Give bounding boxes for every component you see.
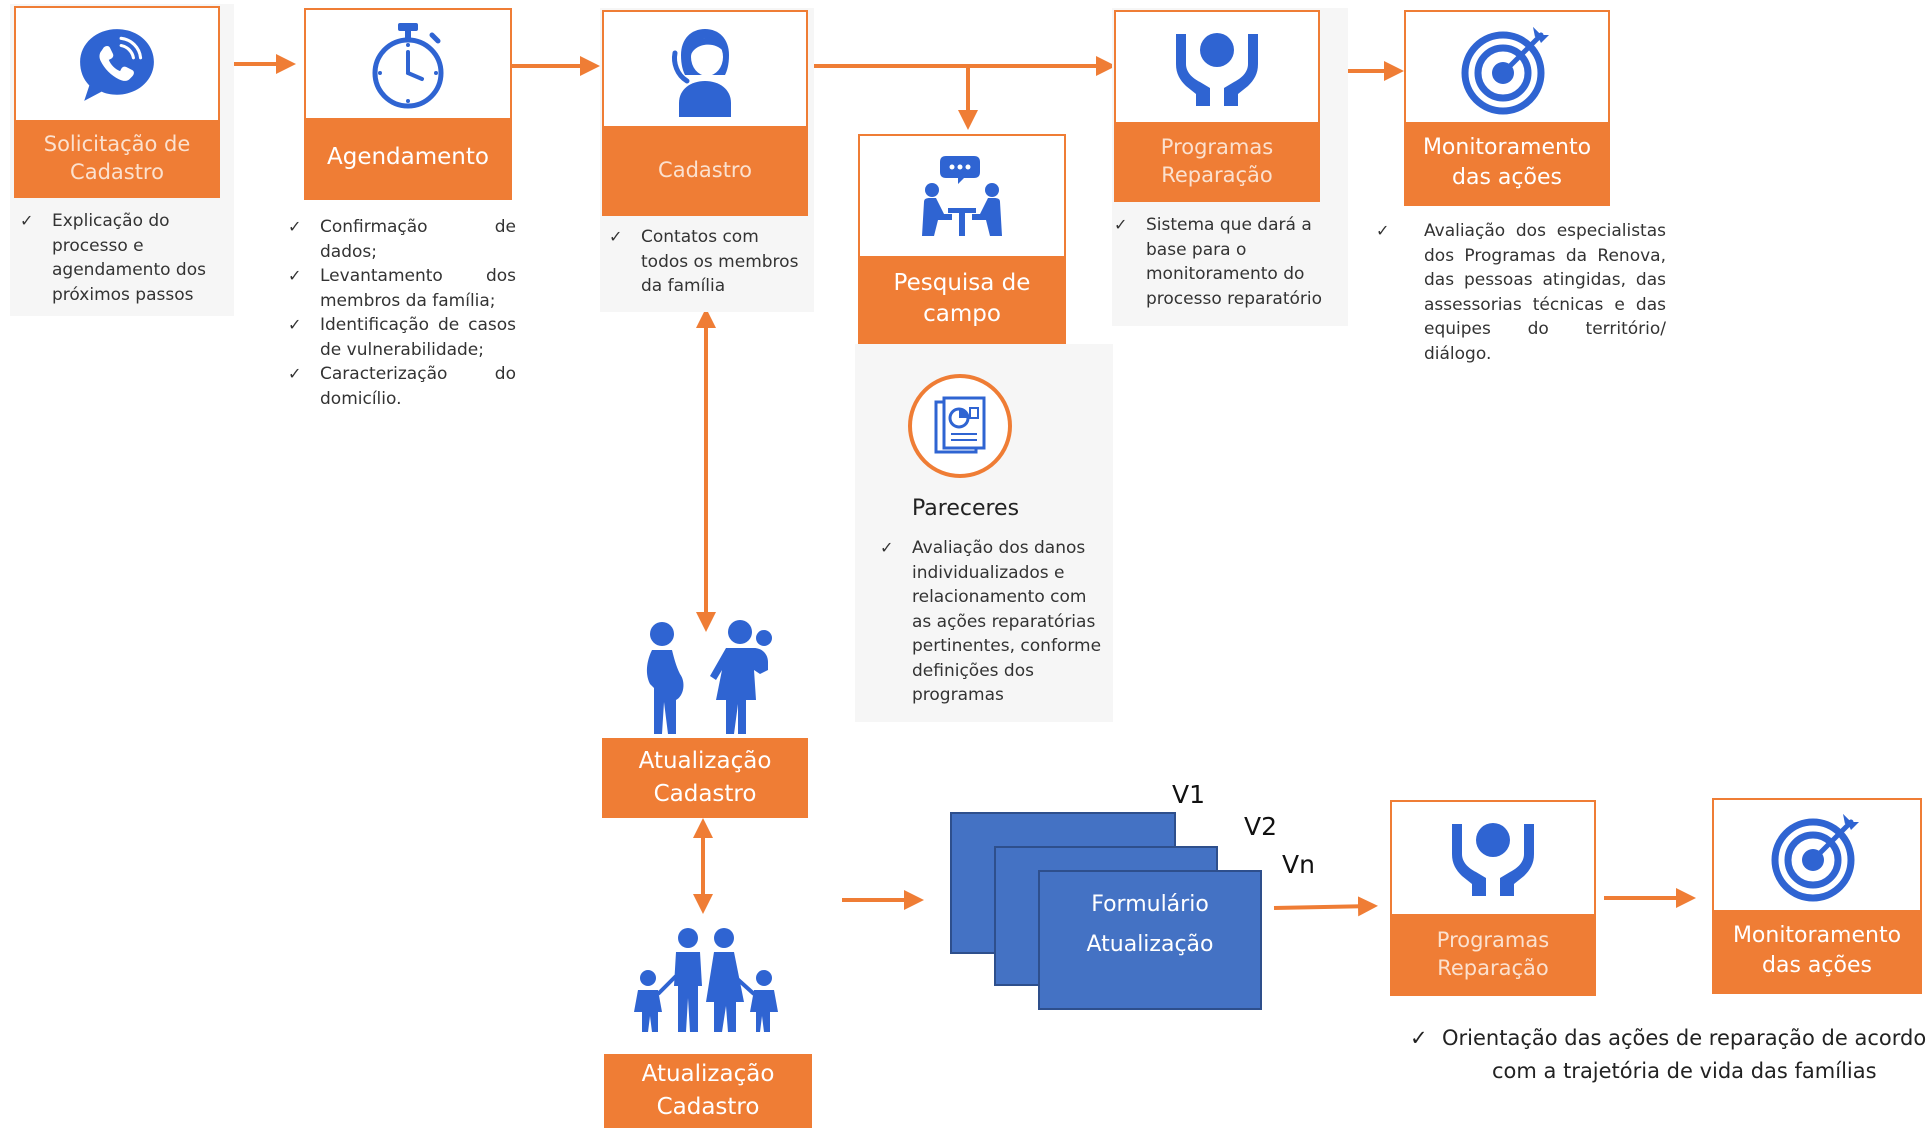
note-item: Identificação de casos de vulnerabilidad… [282,313,516,362]
form-atualizacao-card: Formulário Atualização [1038,870,1262,1010]
field-research-icon [860,136,1064,256]
pareceres-notes: Avaliação dos danos individualizados e r… [874,536,1102,708]
family-icon [628,926,784,1036]
hands-icon [1116,12,1318,126]
step-monitoramento-card: Monitoramento das ações [1404,10,1610,206]
version-label: V1 [1172,780,1206,809]
target-icon [1714,800,1920,912]
step-solicitacao-card: Solicitação de Cadastro [14,6,220,198]
cadastro-notes: Contatos com todos os membros da família [603,225,803,299]
bottom-note-text1: Orientação das ações de reparação de aco… [1442,1026,1926,1050]
note-item: Caracterização do domicílio. [282,362,516,411]
note-item: Avaliação dos danos individualizados e r… [874,536,1102,708]
step-programas-card: Programas Reparação [1114,10,1320,202]
form-label-line2: Atualização [1086,932,1214,957]
version-label: Vn [1282,850,1315,879]
person-phone-icon [604,12,806,130]
atualizacao-cadastro-top: Atualização Cadastro [602,738,808,818]
target-icon [1406,12,1608,126]
step-solicitacao-label: Solicitação de Cadastro [16,120,218,196]
step-pesquisa-label: Pesquisa de campo [860,256,1064,342]
programas-notes: Sistema que dará a base para o monitoram… [1108,213,1334,311]
phone-chat-icon [16,8,218,124]
step-programas-label: Programas Reparação [1116,122,1318,200]
step-agendamento-label: Agendamento [306,118,510,198]
note-item: Contatos com todos os membros da família [603,225,803,299]
form-label-line1: Formulário [1091,892,1209,917]
note-item: Levantamento dos membros da família; [282,264,516,313]
hands-icon [1392,802,1594,916]
arrow-form-programas [1273,896,1378,917]
bottom-note-line2: com a trajetória de vida das famílias [1492,1059,1877,1083]
note-item: Sistema que dará a base para o monitoram… [1108,213,1334,311]
step-pesquisa-card: Pesquisa de campo [858,134,1066,344]
bottom-monitoramento-label: Monitoramento das ações [1714,910,1920,992]
step-cadastro-label: Cadastro [604,126,806,214]
atualizacao-cadastro-bottom: Atualização Cadastro [604,1054,812,1128]
step-cadastro-card: Cadastro [602,10,808,216]
solicitacao-notes: Explicação do processo e agendamento dos… [14,209,210,307]
pregnant-mother-child-icon [636,618,782,738]
pareceres-title: Pareceres [912,496,1020,521]
note-item: Confirmação de dados; [282,215,516,264]
step-agendamento-card: Agendamento [304,8,512,200]
check-icon: ✓ [1410,1026,1428,1050]
step-monitoramento-label: Monitoramento das ações [1406,122,1608,204]
version-label: V2 [1244,812,1278,841]
bottom-monitoramento-card: Monitoramento das ações [1712,798,1922,994]
agendamento-notes: Confirmação de dados; Levantamento dos m… [282,215,516,411]
monitoramento-notes: Avaliação dos especialistas dos Programa… [1370,219,1666,366]
bottom-programas-card: Programas Reparação [1390,800,1596,996]
note-item: Avaliação dos especialistas dos Programa… [1370,219,1666,366]
bottom-programas-label: Programas Reparação [1392,914,1594,994]
report-document-icon [906,372,1014,480]
stopwatch-icon [306,10,510,122]
note-item: Explicação do processo e agendamento dos… [14,209,210,307]
